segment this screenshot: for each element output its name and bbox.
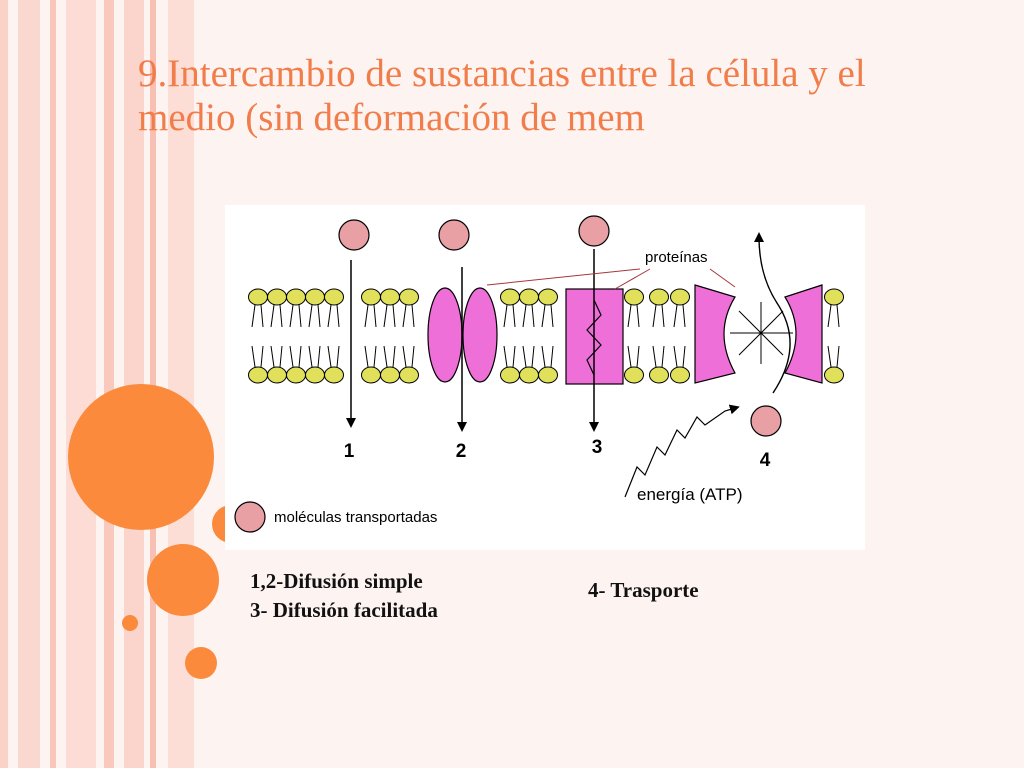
transported-molecule-2 (438, 219, 470, 251)
phospholipid (538, 288, 558, 328)
membrane-diagram-panel: proteínas 1 2 3 4 energía (ATP) molécula… (225, 205, 865, 550)
decorative-stripes (0, 0, 200, 768)
legend-label: moléculas transportadas (274, 509, 437, 526)
caption-diffusion: 1,2-Difusión simple 3- Difusión facilita… (250, 567, 438, 625)
phospholipid (519, 288, 539, 328)
pathway-label-4: 4 (760, 450, 771, 471)
decorative-circle-dot (185, 647, 217, 679)
atp-energy-arrow (624, 404, 740, 498)
carrier-protein-right (784, 284, 823, 384)
proteins-callout-line-left (486, 268, 641, 286)
phospholipid (824, 345, 844, 384)
carrier-path-arrow (754, 232, 791, 394)
phospholipid (500, 345, 520, 384)
phospholipid (624, 345, 644, 384)
phospholipid (624, 288, 644, 328)
phospholipid (286, 288, 306, 328)
caption-transport: 4- Trasporte (588, 578, 699, 602)
slide-title: 9.Intercambio de sustancias entre la cél… (138, 52, 866, 139)
phospholipid (305, 288, 325, 328)
phospholipid (649, 288, 669, 328)
transported-molecule-4 (750, 405, 782, 437)
phospholipid (538, 345, 558, 384)
phospholipid (267, 345, 287, 384)
phospholipid (286, 345, 306, 384)
pathway-label-2: 2 (456, 441, 467, 462)
carrier-protein-left (694, 284, 736, 384)
transported-molecule-1 (338, 219, 370, 251)
phospholipid (248, 345, 268, 384)
decorative-circle-tiny (122, 615, 138, 631)
proteins-label: proteínas (645, 249, 708, 266)
oval-protein-right (462, 287, 498, 383)
oval-protein-left (427, 287, 463, 383)
phospholipid (380, 288, 400, 328)
phospholipid (399, 288, 419, 328)
pathway-label-3: 3 (592, 437, 603, 458)
phospholipid (324, 345, 344, 384)
phospholipid (824, 288, 844, 328)
phospholipid (361, 345, 381, 384)
phospholipid (305, 345, 325, 384)
carrier-starburst (730, 302, 793, 364)
phospholipid (500, 288, 520, 328)
energy-atp-label: energía (ATP) (637, 485, 743, 504)
proteins-callout-line-mid (614, 268, 651, 290)
transported-molecule-3 (578, 215, 610, 247)
phospholipid (361, 288, 381, 328)
caption-facilitated-diffusion: 3- Difusión facilitada (250, 598, 438, 622)
phospholipid (399, 345, 419, 384)
phospholipid (324, 288, 344, 328)
phospholipid (670, 288, 690, 328)
phospholipid (267, 288, 287, 328)
phospholipid (670, 345, 690, 384)
phospholipid (649, 345, 669, 384)
decorative-circle-medium (147, 544, 219, 616)
pathway-label-1: 1 (344, 441, 355, 462)
proteins-callout-line-right (709, 268, 736, 288)
decorative-circle-large (68, 384, 214, 530)
phospholipid (380, 345, 400, 384)
legend-molecule-icon (234, 501, 266, 533)
phospholipid (519, 345, 539, 384)
phospholipid (248, 288, 268, 328)
caption-simple-diffusion: 1,2-Difusión simple (250, 569, 423, 593)
lipid-bilayer (248, 288, 844, 384)
membrane-transport-diagram: proteínas 1 2 3 4 energía (ATP) molécula… (234, 215, 844, 533)
